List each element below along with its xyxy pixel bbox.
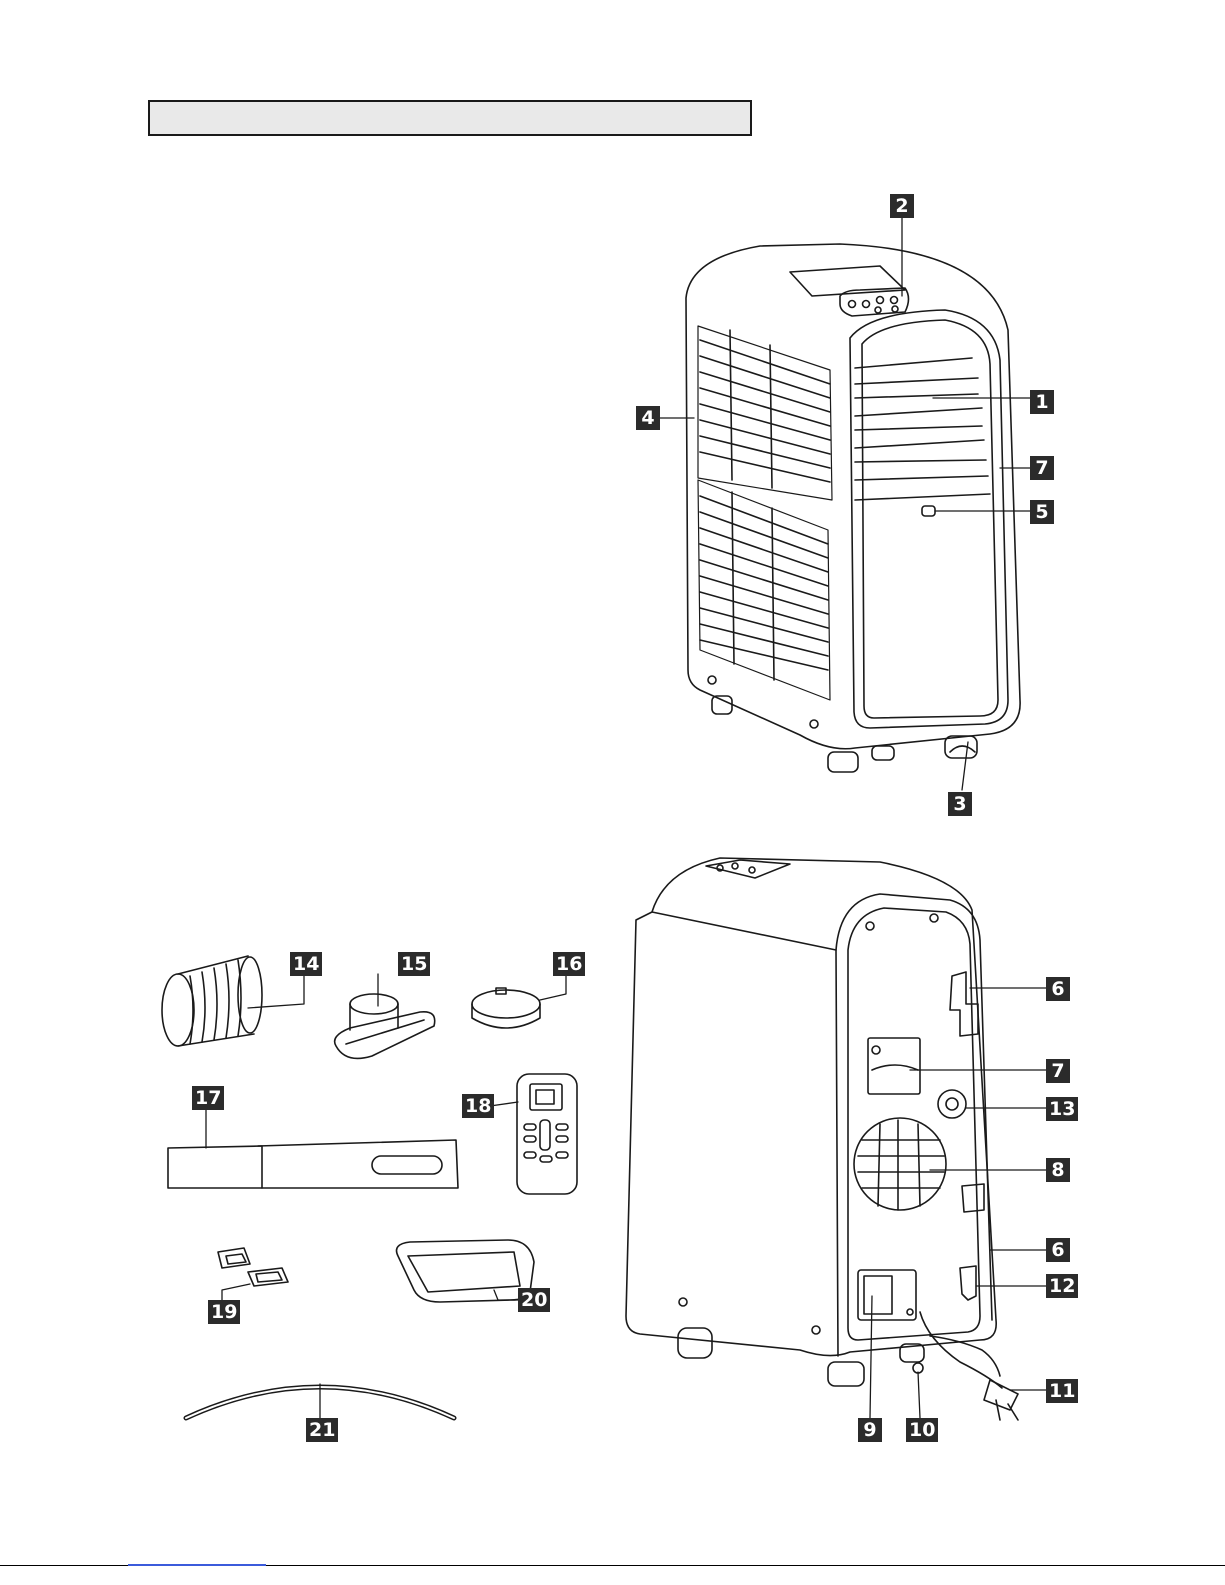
exhaust-hose-illustration: [162, 956, 262, 1046]
footer-link-underline[interactable]: [128, 1564, 266, 1566]
window-slide-kit-illustration: [168, 1140, 458, 1188]
callout-5: 5: [1030, 500, 1054, 524]
callout-6-lower: 6: [1046, 1238, 1070, 1262]
callout-15: 15: [398, 952, 430, 976]
callout-18: 18: [462, 1094, 494, 1118]
callout-20: 20: [518, 1288, 550, 1312]
callout-7-rear: 7: [1046, 1059, 1070, 1083]
callout-9: 9: [858, 1418, 882, 1442]
callout-17: 17: [192, 1086, 224, 1110]
callout-13: 13: [1046, 1097, 1078, 1121]
callout-4: 4: [636, 406, 660, 430]
callout-21: 21: [306, 1418, 338, 1442]
rear-unit-illustration: [626, 858, 1018, 1420]
hose-clip-ring-illustration: [472, 988, 540, 1028]
callout-6-upper: 6: [1046, 977, 1070, 1001]
callout-1: 1: [1030, 390, 1054, 414]
callout-8: 8: [1046, 1158, 1070, 1182]
callout-12: 12: [1046, 1274, 1078, 1298]
remote-control-illustration: [517, 1074, 577, 1194]
callout-2: 2: [890, 194, 914, 218]
window-adapter-illustration: [335, 994, 435, 1058]
foam-seal-blocks-illustration: [218, 1248, 288, 1286]
callout-16: 16: [553, 952, 585, 976]
callout-19: 19: [208, 1300, 240, 1324]
callout-3: 3: [948, 792, 972, 816]
front-unit-illustration: [686, 244, 1020, 772]
drain-tray-illustration: [397, 1240, 535, 1302]
callout-leader-lines: [206, 218, 1046, 1418]
callout-10: 10: [906, 1418, 938, 1442]
callout-11: 11: [1046, 1379, 1078, 1403]
callout-14: 14: [290, 952, 322, 976]
callout-7-front: 7: [1030, 456, 1054, 480]
